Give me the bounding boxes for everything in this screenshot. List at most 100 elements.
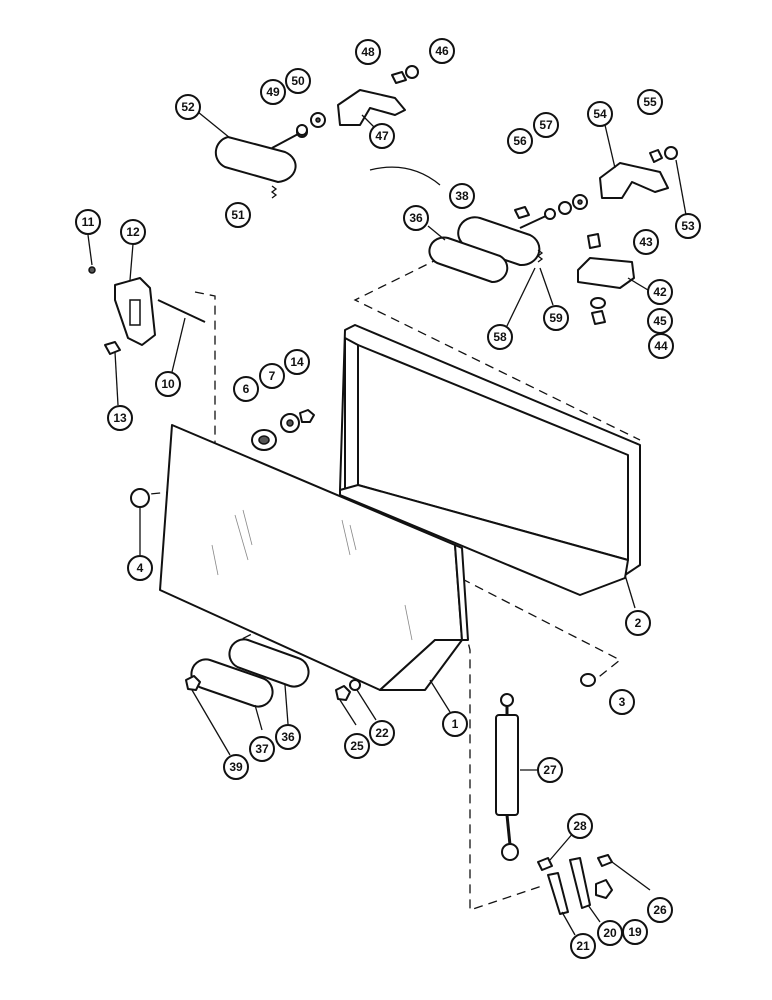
callout-44-label: 44 xyxy=(654,339,668,353)
callout-58-label: 58 xyxy=(493,330,507,344)
callout-37-label: 37 xyxy=(255,742,269,756)
callout-45-label: 45 xyxy=(653,314,667,328)
callout-19: 19 xyxy=(622,919,648,945)
callout-20: 20 xyxy=(597,920,623,946)
callout-38: 38 xyxy=(449,183,475,209)
callout-44: 44 xyxy=(648,333,674,359)
callout-51: 51 xyxy=(225,202,251,228)
callout-6-label: 6 xyxy=(243,382,250,396)
callout-47-label: 47 xyxy=(375,129,389,143)
callout-57: 57 xyxy=(533,112,559,138)
callout-43: 43 xyxy=(633,229,659,255)
callout-45: 45 xyxy=(647,308,673,334)
callout-42: 42 xyxy=(647,279,673,305)
callout-26-label: 26 xyxy=(653,903,667,917)
callout-38-label: 38 xyxy=(455,189,469,203)
callout-59-label: 59 xyxy=(549,311,563,325)
gas-strut-part-27 xyxy=(495,693,538,861)
callout-57-label: 57 xyxy=(539,118,553,132)
callout-51-label: 51 xyxy=(231,208,245,222)
callout-28-label: 28 xyxy=(573,819,587,833)
callout-52-label: 52 xyxy=(181,100,195,114)
callout-3-label: 3 xyxy=(619,695,626,709)
callout-47: 47 xyxy=(369,123,395,149)
callout-54-label: 54 xyxy=(593,107,607,121)
callout-49: 49 xyxy=(260,79,286,105)
callout-58: 58 xyxy=(487,324,513,350)
callouts: 1 2 3 4 6 7 10 11 12 13 14 19 20 21 22 2… xyxy=(75,38,701,959)
callout-20-label: 20 xyxy=(603,926,617,940)
callout-55-label: 55 xyxy=(643,95,657,109)
callout-22: 22 xyxy=(369,720,395,746)
callout-25-label: 25 xyxy=(350,739,364,753)
callout-22-label: 22 xyxy=(375,726,389,740)
pin-part-10 xyxy=(157,299,206,373)
callout-37: 37 xyxy=(249,736,275,762)
callout-2-label: 2 xyxy=(635,616,642,630)
callout-11: 11 xyxy=(75,209,101,235)
callout-39-label: 39 xyxy=(229,760,243,774)
hinge-part-12 xyxy=(114,243,156,346)
callout-54: 54 xyxy=(587,101,613,127)
callout-48: 48 xyxy=(355,39,381,65)
latch-block-part-42 xyxy=(577,257,649,291)
callout-14-label: 14 xyxy=(290,355,304,369)
frame-part-2 xyxy=(339,324,641,609)
pad-part-36-lower xyxy=(228,638,310,725)
hardware-parts xyxy=(87,65,687,899)
hinge-plate-part-52 xyxy=(197,111,308,183)
callout-27: 27 xyxy=(537,757,563,783)
callout-36-upper-label: 36 xyxy=(409,211,423,225)
callout-53: 53 xyxy=(675,213,701,239)
callout-36-lower-label: 36 xyxy=(281,730,295,744)
callout-36-upper: 36 xyxy=(403,205,429,231)
callout-10: 10 xyxy=(155,371,181,397)
callout-6: 6 xyxy=(233,376,259,402)
callout-56: 56 xyxy=(507,128,533,154)
callout-46-label: 46 xyxy=(435,44,449,58)
callout-21-label: 21 xyxy=(576,939,590,953)
callout-49-label: 49 xyxy=(266,85,280,99)
callout-46: 46 xyxy=(429,38,455,64)
callout-36-lower: 36 xyxy=(275,724,301,750)
callout-3: 3 xyxy=(609,689,635,715)
callout-26: 26 xyxy=(647,897,673,923)
callout-50: 50 xyxy=(285,68,311,94)
callout-48-label: 48 xyxy=(361,45,375,59)
callout-21: 21 xyxy=(570,933,596,959)
callout-7-label: 7 xyxy=(269,369,276,383)
callout-56-label: 56 xyxy=(513,134,527,148)
callout-2: 2 xyxy=(625,610,651,636)
callout-12: 12 xyxy=(120,219,146,245)
callout-39: 39 xyxy=(223,754,249,780)
callout-28: 28 xyxy=(567,813,593,839)
callout-27-label: 27 xyxy=(543,763,557,777)
callout-13-label: 13 xyxy=(113,411,127,425)
bracket-part-47 xyxy=(337,89,406,129)
callout-59: 59 xyxy=(543,305,569,331)
callout-7: 7 xyxy=(259,363,285,389)
plate-part-20 xyxy=(569,857,601,923)
callout-4-label: 4 xyxy=(137,561,144,575)
callout-25: 25 xyxy=(344,733,370,759)
callout-19-label: 19 xyxy=(628,925,642,939)
callout-11-label: 11 xyxy=(82,215,95,229)
callout-43-label: 43 xyxy=(639,235,653,249)
callout-55: 55 xyxy=(637,89,663,115)
callout-14: 14 xyxy=(284,349,310,375)
window-panel-part-1 xyxy=(159,424,469,713)
pad-part-37 xyxy=(190,658,274,731)
callout-52: 52 xyxy=(175,94,201,120)
callout-10-label: 10 xyxy=(161,377,175,391)
callout-4: 4 xyxy=(127,555,153,581)
callout-1-label: 1 xyxy=(452,717,459,731)
callout-50-label: 50 xyxy=(291,74,305,88)
callout-13: 13 xyxy=(107,405,133,431)
callout-12-label: 12 xyxy=(126,225,140,239)
pad-part-36-upper xyxy=(427,225,509,284)
callout-1: 1 xyxy=(442,711,468,737)
plate-part-21 xyxy=(547,872,576,936)
callout-42-label: 42 xyxy=(653,285,667,299)
bracket-part-54 xyxy=(599,124,669,199)
